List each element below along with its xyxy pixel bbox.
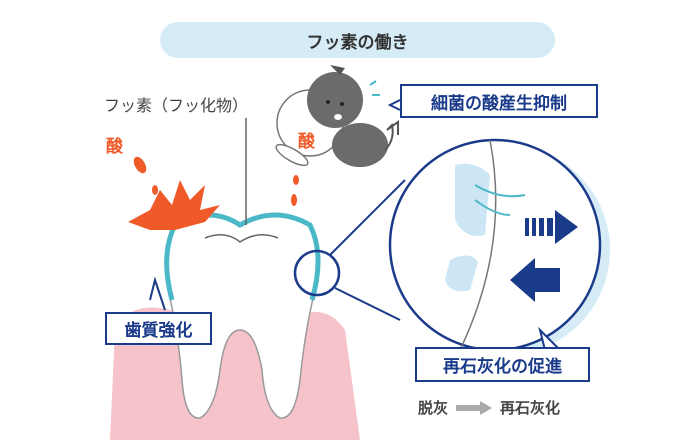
bacteria-icon: [275, 65, 399, 167]
legend: 脱灰 再石灰化: [418, 397, 560, 418]
remineralization-arrow-icon: [510, 258, 560, 302]
legend-arrow-icon: [456, 400, 493, 415]
callout-remineralization: 再石灰化の促進: [415, 347, 590, 382]
legend-demineralization: 脱灰: [418, 399, 449, 417]
callout-bacteria-acid-suppression: 細菌の酸産生抑制: [400, 84, 598, 118]
callout-tooth-strengthening: 歯質強化: [105, 312, 212, 345]
acid-splash-icon: [128, 180, 220, 230]
fluoride-label: フッ素（フッ化物）: [104, 96, 249, 115]
title-banner: フッ素の働き: [160, 22, 555, 58]
enamel-layer: [164, 212, 321, 301]
acid-label-bacteria: 酸: [298, 132, 315, 152]
demineralization-arrow-icon: [525, 210, 578, 244]
acid-label-left: 酸: [106, 137, 123, 157]
legend-remineralization: 再石灰化: [500, 399, 561, 417]
